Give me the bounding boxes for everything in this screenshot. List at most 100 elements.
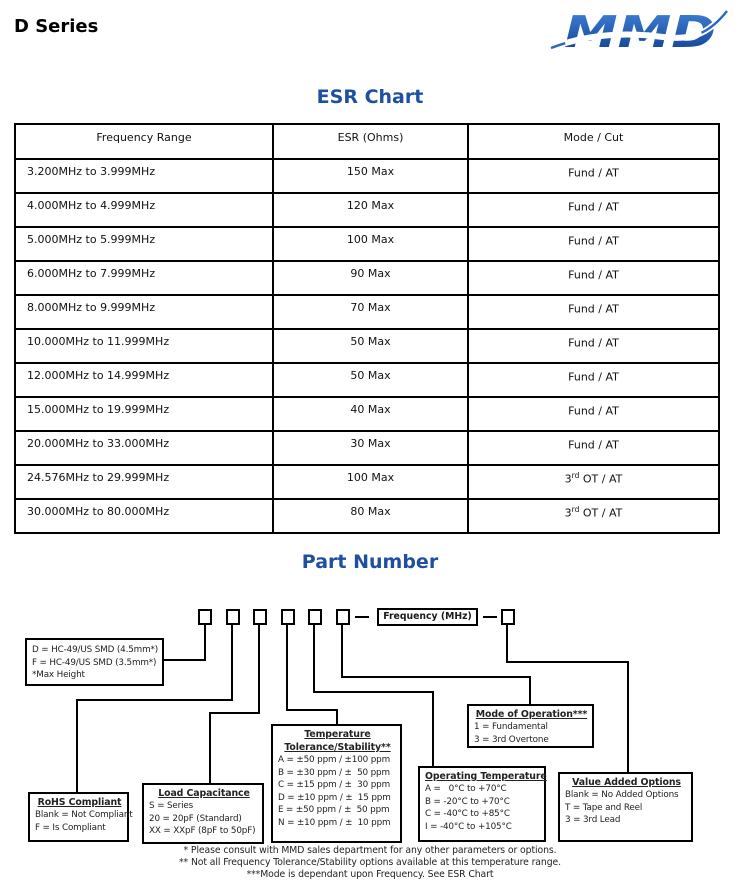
footnotes: * Please consult with MMD sales departme… — [0, 845, 740, 881]
frequency-range-cell: 10.000MHz to 11.999MHz — [14, 328, 274, 364]
table-row: 5.000MHz to 5.999MHz 100 Max Fund / AT — [14, 226, 720, 262]
table-row: 4.000MHz to 4.999MHz 120 Max Fund / AT — [14, 192, 720, 228]
frequency-range-cell: 8.000MHz to 9.999MHz — [14, 294, 274, 330]
callout-operating-temperature: Operating Temperature A = 0°C to +70°C B … — [418, 766, 547, 842]
option-line: B = -20°C to +70°C — [425, 796, 510, 807]
esr-cell: 100 Max — [272, 464, 469, 500]
callout-title: Load Capacitance — [158, 788, 250, 799]
connector-package — [162, 624, 206, 661]
connector-value-added — [506, 624, 629, 772]
option-line: 3 = 3rd Lead — [565, 815, 621, 825]
frequency-range-cell: 6.000MHz to 7.999MHz — [14, 260, 274, 296]
col-header-frequency-range: Frequency Range — [14, 123, 274, 160]
esr-cell: 50 Max — [272, 328, 469, 364]
pn-digit-box-7 — [501, 609, 515, 625]
callout-lines: Blank = No Added Options T = Tape and Ree… — [565, 789, 688, 827]
frequency-range-cell: 20.000MHz to 33.000MHz — [14, 430, 274, 466]
mode-cut-cell: Fund / AT — [467, 328, 720, 364]
option-line: T = Tape and Reel — [565, 802, 643, 813]
table-row: 3.200MHz to 3.999MHz 150 Max Fund / AT — [14, 158, 720, 194]
option-line: S = Series — [149, 801, 194, 811]
pn-digit-box-2 — [226, 609, 240, 625]
option-line: B = ±30 ppm / ± 50 ppm — [278, 767, 390, 778]
callout-temperature-tolerance: Temperature Tolerance/Stability** A = ±5… — [271, 724, 402, 843]
option-line: F = HC-49/US SMD (3.5mm*) — [32, 657, 157, 668]
pn-digit-box-3 — [253, 609, 267, 625]
connector-mode-of-operation — [341, 624, 531, 704]
esr-table: Frequency Range ESR (Ohms) Mode / Cut 3.… — [14, 123, 720, 534]
table-row: 8.000MHz to 9.999MHz 70 Max Fund / AT — [14, 294, 720, 330]
esr-cell: 80 Max — [272, 498, 469, 534]
col-header-esr: ESR (Ohms) — [272, 123, 469, 160]
option-line: *Max Height — [32, 670, 85, 680]
option-line: A = 0°C to +70°C — [425, 784, 507, 794]
option-line: C = ±15 ppm / ± 30 ppm — [278, 780, 391, 790]
frequency-range-cell: 30.000MHz to 80.000MHz — [14, 498, 274, 534]
esr-cell: 90 Max — [272, 260, 469, 296]
esr-cell: 100 Max — [272, 226, 469, 262]
pn-digit-box-4 — [281, 609, 295, 625]
esr-cell: 30 Max — [272, 430, 469, 466]
esr-cell: 150 Max — [272, 158, 469, 194]
callout-lines: A = 0°C to +70°C B = -20°C to +70°C C = -4… — [425, 783, 541, 833]
esr-cell: 120 Max — [272, 192, 469, 228]
callout-title: Value Added Options — [572, 777, 681, 788]
part-number-heading: Part Number — [301, 551, 439, 573]
callout-package: D = HC-49/US SMD (4.5mm*) F = HC-49/US SM… — [25, 638, 164, 686]
frequency-range-cell: 24.576MHz to 29.999MHz — [14, 464, 274, 500]
table-row: 20.000MHz to 33.000MHz 30 Max Fund / AT — [14, 430, 720, 466]
option-line: I = -40°C to +105°C — [425, 821, 512, 832]
pn-digit-box-6 — [336, 609, 350, 625]
callout-title: Operating Temperature — [425, 771, 547, 782]
esr-table-body: 3.200MHz to 3.999MHz 150 Max Fund / AT 4… — [14, 158, 720, 534]
callout-lines: Blank = Not Compliant F = Is Compliant — [35, 809, 133, 834]
esr-cell: 70 Max — [272, 294, 469, 330]
esr-cell: 40 Max — [272, 396, 469, 432]
callout-title-line2: Tolerance/Stability** — [284, 742, 391, 753]
pn-digit-box-5 — [308, 609, 322, 625]
option-line: Blank = No Added Options — [565, 790, 679, 800]
option-line: F = Is Compliant — [35, 822, 106, 833]
option-line: D = HC-49/US SMD (4.5mm*) — [32, 645, 159, 655]
option-line: Blank = Not Compliant — [35, 810, 133, 820]
mode-cut-cell: Fund / AT — [467, 396, 720, 432]
mode-cut-cell: 3rd OT / AT — [467, 498, 720, 534]
option-line: D = ±10 ppm / ± 15 ppm — [278, 792, 391, 803]
table-row: 6.000MHz to 7.999MHz 90 Max Fund / AT — [14, 260, 720, 296]
option-line: C = -40°C to +85°C — [425, 809, 510, 819]
esr-table-header-row: Frequency Range ESR (Ohms) Mode / Cut — [14, 123, 720, 160]
frequency-range-cell: 12.000MHz to 14.999MHz — [14, 362, 274, 398]
table-row: 12.000MHz to 14.999MHz 50 Max Fund / AT — [14, 362, 720, 398]
page-title: D Series — [14, 16, 99, 37]
option-line: * Please consult with MMD sales departme… — [183, 845, 557, 856]
option-line: 3 = 3rd Overtone — [474, 734, 549, 745]
table-row: 10.000MHz to 11.999MHz 50 Max Fund / AT — [14, 328, 720, 364]
connector-temperature — [286, 624, 338, 724]
logo-swoosh-blue — [550, 10, 728, 50]
option-line: XX = XXpF (8pF to 50pF) — [149, 826, 256, 836]
frequency-range-cell: 5.000MHz to 5.999MHz — [14, 226, 274, 262]
mode-cut-cell: Fund / AT — [467, 430, 720, 466]
callout-value-added-options: Value Added Options Blank = No Added Opt… — [558, 772, 693, 842]
esr-chart-heading: ESR Chart — [316, 86, 424, 108]
mode-cut-cell: Fund / AT — [467, 226, 720, 262]
frequency-range-cell: 3.200MHz to 3.999MHz — [14, 158, 274, 194]
mode-cut-cell: Fund / AT — [467, 260, 720, 296]
mode-cut-cell: Fund / AT — [467, 362, 720, 398]
callout-title-line1: Temperature — [304, 729, 371, 740]
esr-cell: 50 Max — [272, 362, 469, 398]
pn-digit-box-1 — [198, 609, 212, 625]
frequency-range-cell: 4.000MHz to 4.999MHz — [14, 192, 274, 228]
mode-cut-cell: 3rd OT / AT — [467, 464, 720, 500]
mmd-logo: MMD — [549, 7, 730, 56]
connector-load-capacitance — [209, 624, 260, 783]
mode-cut-cell: Fund / AT — [467, 192, 720, 228]
table-row: 24.576MHz to 29.999MHz 100 Max 3rd OT / … — [14, 464, 720, 500]
frequency-label-box: Frequency (MHz) — [377, 608, 478, 626]
